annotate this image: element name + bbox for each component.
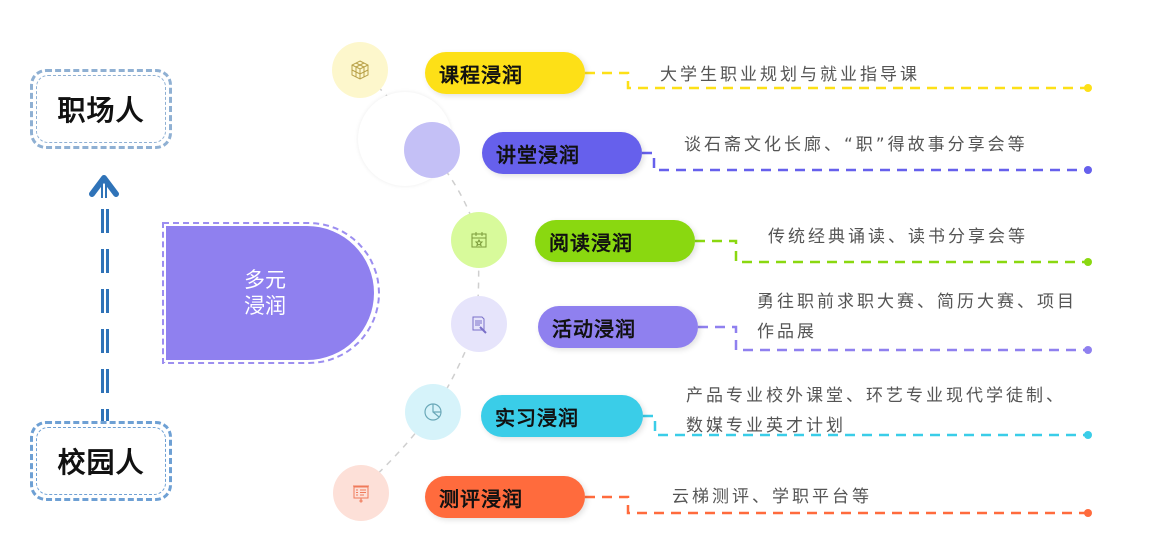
pie-chart-icon xyxy=(405,384,461,440)
desc-line: 数媒专业英才计划 xyxy=(686,416,846,436)
branch-pill-activity[interactable]: 活动浸润 xyxy=(538,306,698,348)
desc-line: 传统经典诵读、读书分享会等 xyxy=(768,227,1028,247)
presentation-board-icon xyxy=(333,465,389,521)
branch-label-reading: 阅读浸润 xyxy=(549,230,633,255)
cube-icon xyxy=(332,42,388,98)
branch-label-lecture: 讲堂浸润 xyxy=(496,142,580,167)
desc-line: 勇往职前求职大赛、简历大赛、项目 xyxy=(757,292,1077,312)
branch-pill-lecture[interactable]: 讲堂浸润 xyxy=(482,132,642,174)
branch-desc-internship: 产品专业校外课堂、环艺专业现代学徒制、 数媒专业英才计划 xyxy=(686,381,1066,441)
branch-desc-lecture: 谈石斋文化长廊、“职”得故事分享会等 xyxy=(684,130,1028,160)
branch-pill-internship[interactable]: 实习浸润 xyxy=(481,395,643,437)
role-label-workplace: 职场人 xyxy=(57,94,145,127)
branch-label-assessment: 测评浸润 xyxy=(439,486,523,511)
center-node-label: 多元 浸润 xyxy=(235,267,295,319)
role-box-workplace: 职场人 xyxy=(30,69,172,149)
desc-line: 大学生职业规划与就业指导课 xyxy=(660,65,920,85)
calendar-star-icon xyxy=(451,212,507,268)
branch-desc-activity: 勇往职前求职大赛、简历大赛、项目 作品展 xyxy=(757,287,1077,347)
role-label-campus: 校园人 xyxy=(57,446,145,479)
branch-pill-assessment[interactable]: 测评浸润 xyxy=(425,476,585,518)
document-edit-icon xyxy=(451,296,507,352)
branch-label-internship: 实习浸润 xyxy=(495,405,579,430)
center-line-1: 多元 xyxy=(244,268,286,292)
branch-label-activity: 活动浸润 xyxy=(552,316,636,341)
vertical-connector xyxy=(101,201,109,421)
desc-line: 谈石斋文化长廊、“职”得故事分享会等 xyxy=(684,135,1028,155)
branch-label-course: 课程浸润 xyxy=(439,62,523,87)
desc-line: 产品专业校外课堂、环艺专业现代学徒制、 xyxy=(686,386,1066,406)
arrow-up-icon xyxy=(89,175,119,198)
branch-desc-assessment: 云梯测评、学职平台等 xyxy=(672,482,872,512)
desc-line: 云梯测评、学职平台等 xyxy=(672,487,872,507)
center-node: 多元 浸润 xyxy=(166,226,374,360)
center-line-2: 浸润 xyxy=(244,294,286,318)
center-node-outline xyxy=(162,222,380,364)
desc-line: 作品展 xyxy=(757,322,817,342)
blank-icon xyxy=(404,122,460,178)
branch-desc-course: 大学生职业规划与就业指导课 xyxy=(660,60,920,90)
branch-pill-reading[interactable]: 阅读浸润 xyxy=(535,220,695,262)
branch-desc-reading: 传统经典诵读、读书分享会等 xyxy=(768,222,1028,252)
role-box-campus: 校园人 xyxy=(30,421,172,501)
branch-pill-course[interactable]: 课程浸润 xyxy=(425,52,585,94)
